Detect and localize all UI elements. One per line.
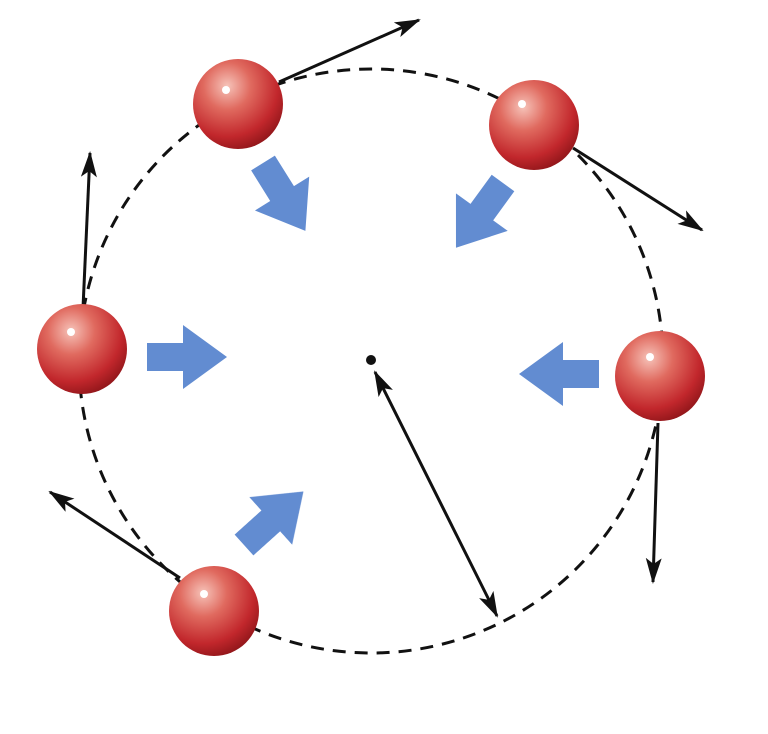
velocity-arrow-icon — [80, 151, 97, 309]
ball-icon — [193, 59, 283, 149]
ball-icon — [169, 566, 259, 656]
ball-icon — [615, 331, 705, 421]
radius-arrow-icon — [373, 370, 499, 618]
velocity-arrow-icon — [645, 422, 662, 584]
centripetal-arrow-icon — [234, 491, 304, 556]
centripetal-arrow-icon — [147, 325, 227, 389]
ball-icon — [37, 304, 127, 394]
centripetal-arrow-icon — [519, 342, 599, 406]
force-arrows — [147, 155, 599, 556]
velocity-arrow-icon — [48, 490, 181, 580]
velocity-arrows — [48, 18, 704, 584]
centripetal-arrow-icon — [455, 174, 515, 248]
balls — [37, 59, 705, 656]
ball-icon — [489, 80, 579, 170]
centripetal-arrow-icon — [251, 155, 310, 231]
center-point — [366, 355, 376, 365]
velocity-arrow-icon — [572, 146, 704, 232]
velocity-arrow-icon — [278, 18, 421, 84]
